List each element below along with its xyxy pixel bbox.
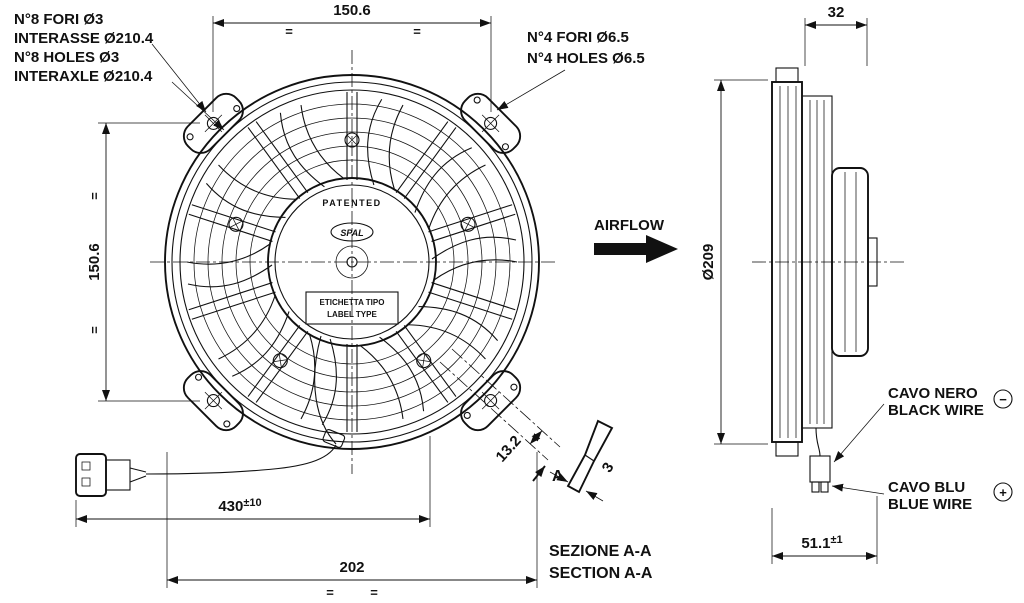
- eq-mark: =: [326, 585, 334, 600]
- minus-polarity-icon: −: [993, 389, 1013, 409]
- section-title-line2: SECTION A-A: [549, 565, 653, 582]
- front-view: PATENTED SPAL ETICHETTA TIPO LABEL TYPE: [14, 2, 645, 600]
- blue-wire-callout: CAVO BLU BLUE WIRE +: [831, 479, 1013, 513]
- note-holes8-line3: N°8 HOLES Ø3: [14, 49, 119, 66]
- eq-mark: =: [87, 326, 102, 334]
- dim-bracket-offset-value: 13.2: [493, 432, 525, 465]
- note-holes8-line1: N°8 FORI Ø3: [14, 11, 103, 28]
- black-wire-label-line1: CAVO NERO: [888, 385, 978, 402]
- patented-text: PATENTED: [322, 198, 381, 208]
- guard-screws: [228, 132, 476, 369]
- label-box-line2: LABEL TYPE: [327, 310, 377, 319]
- black-wire-callout: CAVO NERO BLACK WIRE −: [833, 385, 1013, 463]
- side-profile: [771, 67, 833, 457]
- blue-wire-label-line2: BLUE WIRE: [888, 496, 972, 513]
- airflow-annotation: AIRFLOW: [594, 217, 678, 263]
- wire-connector-side: [809, 427, 831, 493]
- dim-top-width-value: 150.6: [333, 2, 371, 19]
- hub: PATENTED SPAL ETICHETTA TIPO LABEL TYPE: [267, 177, 437, 347]
- airflow-arrow-icon: [594, 235, 678, 263]
- note-holes8-line4: INTERAXLE Ø210.4: [14, 68, 153, 85]
- dim-bottom-width: 202 = =: [166, 452, 538, 600]
- eq-mark: =: [413, 24, 421, 39]
- dim-total-depth: 51.1±1: [771, 496, 878, 564]
- eq-mark: =: [87, 192, 102, 200]
- note-holes4-line2: N°4 HOLES Ø6.5: [527, 50, 645, 67]
- guard-spokes: [188, 92, 516, 432]
- svg-text:+: +: [999, 485, 1007, 500]
- eq-mark: =: [285, 24, 293, 39]
- power-wire-front: [75, 335, 346, 497]
- wire-connector-front: [75, 453, 147, 497]
- note-holes8-line2: INTERASSE Ø210.4: [14, 30, 154, 47]
- section-title-line1: SEZIONE A-A: [549, 543, 652, 560]
- section-cut-marker: A: [532, 465, 564, 485]
- eq-mark: =: [370, 585, 378, 600]
- label-box-line1: ETICHETTA TIPO: [320, 298, 385, 307]
- airflow-label: AIRFLOW: [594, 217, 665, 234]
- dim-depth-value: 32: [828, 4, 845, 21]
- plus-polarity-icon: +: [993, 482, 1013, 502]
- black-wire-label-line2: BLACK WIRE: [888, 402, 984, 419]
- brand-logo-text: SPAL: [340, 228, 363, 238]
- guard-rings: [164, 74, 540, 450]
- blue-wire-label-line1: CAVO BLU: [888, 479, 965, 496]
- dim-depth: 32: [804, 4, 868, 66]
- dim-total-depth-value: 51.1±1: [801, 534, 842, 552]
- dim-diameter: Ø209: [700, 79, 768, 445]
- svg-text:−: −: [999, 392, 1007, 407]
- dim-top-width: 150.6 = =: [212, 2, 492, 112]
- dim-diameter-value: Ø209: [700, 244, 717, 281]
- motor-body: [831, 167, 878, 357]
- note-holes8: N°8 FORI Ø3 INTERASSE Ø210.4 N°8 HOLES Ø…: [14, 11, 225, 131]
- label-type-box: ETICHETTA TIPO LABEL TYPE: [305, 291, 399, 325]
- note-holes4-line1: N°4 FORI Ø6.5: [527, 29, 629, 46]
- section-annotation: 13.2 A 3 SEZIONE A-A SECTION A-A: [439, 348, 653, 582]
- dim-bracket-thickness-value: 3: [599, 460, 618, 476]
- brand-logo: SPAL: [330, 222, 374, 242]
- dim-wire-length-value: 430±10: [218, 497, 261, 515]
- side-view: CAVO NERO BLACK WIRE − CAVO BLU BLUE WIR…: [700, 4, 1013, 564]
- front-centerlines: [150, 50, 556, 474]
- dim-bottom-width-value: 202: [339, 559, 364, 576]
- dim-left-height: 150.6 = =: [86, 122, 200, 402]
- fan-blades: [186, 98, 518, 426]
- bracket-section-detail: 3: [549, 419, 618, 502]
- dim-wire-length: 430±10: [75, 436, 431, 527]
- note-holes4: N°4 FORI Ø6.5 N°4 HOLES Ø6.5: [496, 29, 645, 111]
- dim-left-height-value: 150.6: [86, 243, 103, 281]
